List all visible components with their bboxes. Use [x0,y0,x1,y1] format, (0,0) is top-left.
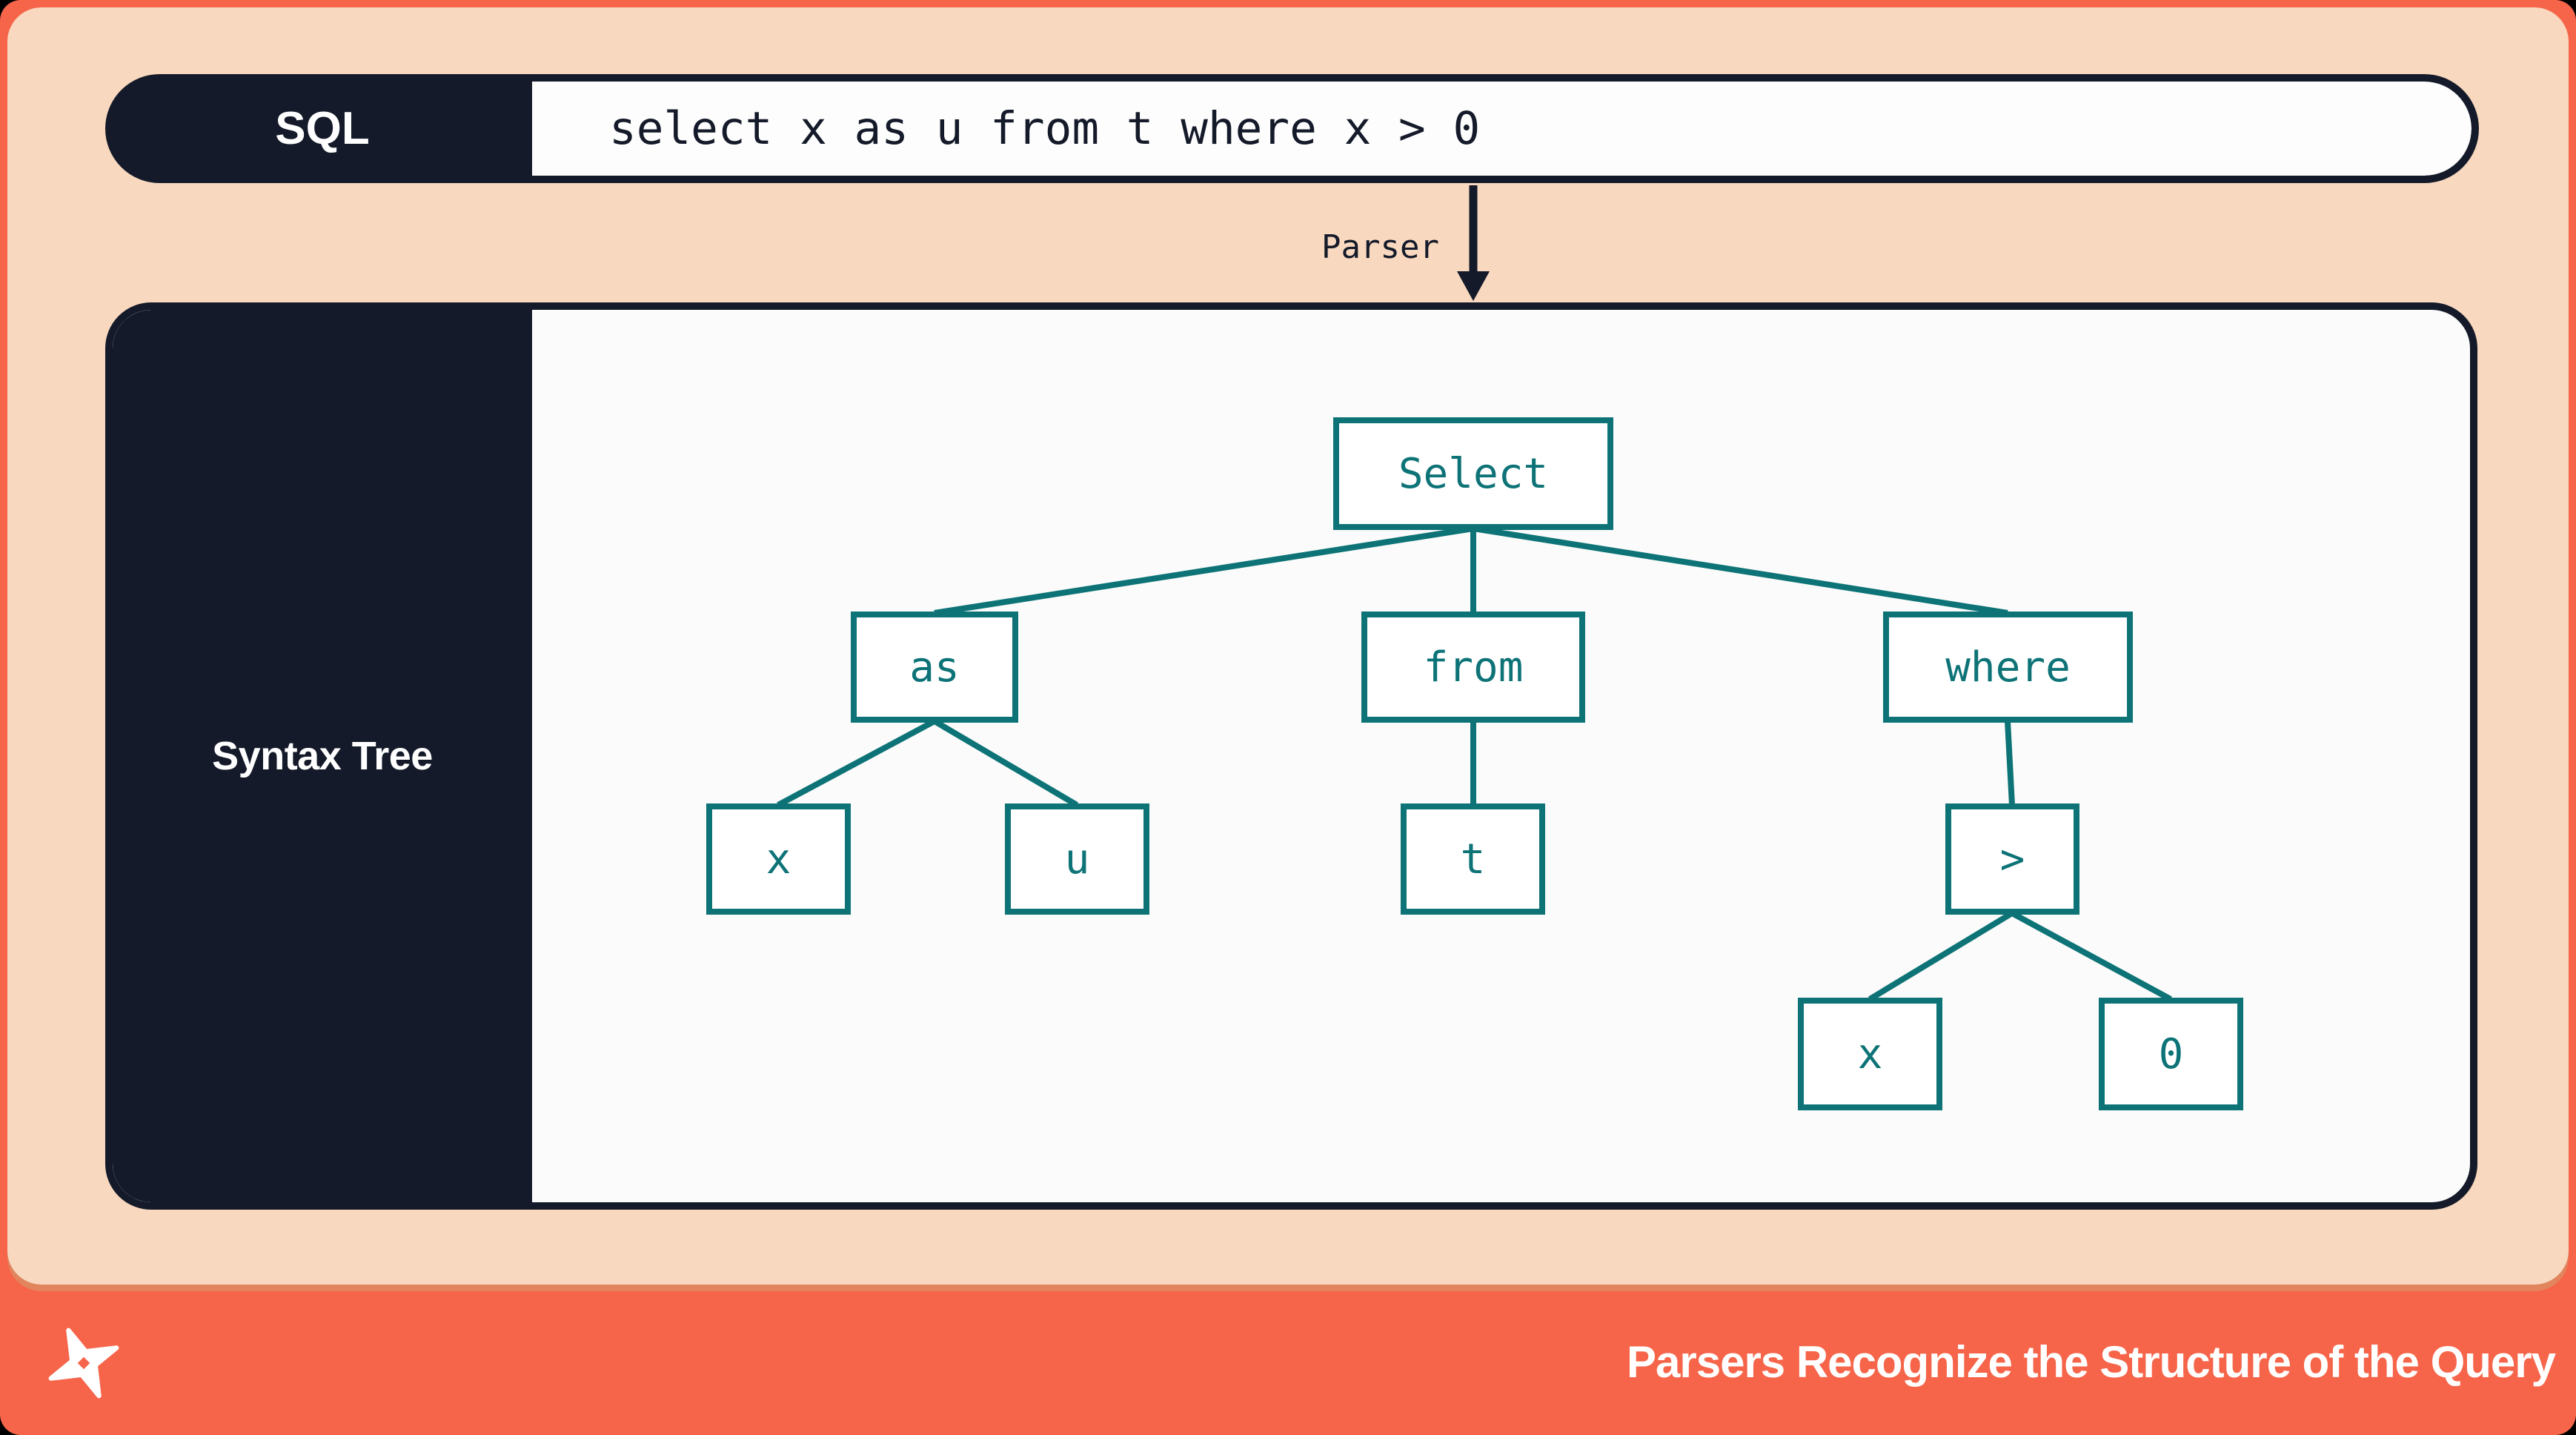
syntax-tree-label: Syntax Tree [212,734,433,778]
footer-caption: Parsers Recognize the Structure of the Q… [1626,1337,2556,1387]
syntax-tree-panel: Syntax Tree [105,302,2477,1210]
sql-query-text: select x as u from t where x > 0 [532,82,2472,176]
pinwheel-star-logo-icon [48,1328,119,1399]
sql-bar-label: SQL [275,103,370,154]
parser-label: Parser [1321,228,1439,266]
sql-query-bar: SQL select x as u from t where x > 0 [105,74,2479,183]
syntax-tree-sidebar: Syntax Tree [113,310,532,1202]
